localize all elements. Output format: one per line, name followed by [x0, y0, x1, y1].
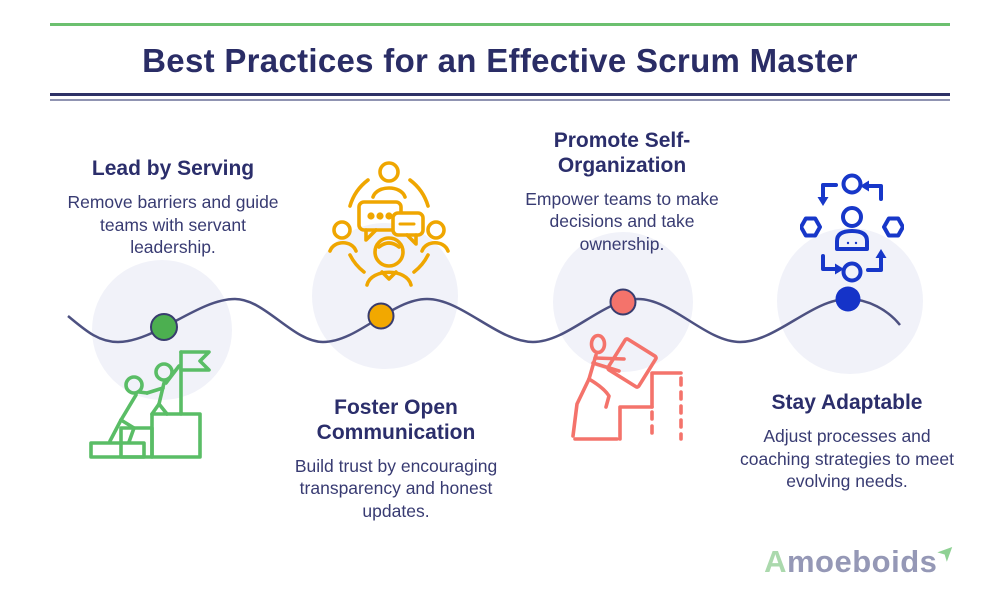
page-title: Best Practices for an Effective Scrum Ma…: [142, 42, 858, 79]
step-1-body: Remove barriers and guide teams with ser…: [67, 191, 279, 258]
top-accent-rule: [50, 23, 950, 26]
group-chat-icon: [328, 161, 450, 287]
step-3-body: Empower teams to make decisions and take…: [525, 188, 719, 255]
step-2-body: Build trust by encouraging transparency …: [294, 455, 498, 522]
step-1-block: Lead by Serving Remove barriers and guid…: [53, 157, 293, 259]
title-underline-dark: [50, 93, 950, 96]
step-3-block: Promote Self-Organization Empower teams …: [502, 129, 742, 256]
carry-box-up-steps-icon: [571, 333, 683, 441]
step-4-body: Adjust processes and coaching strategies…: [739, 425, 954, 492]
step-4-heading: Stay Adaptable: [771, 391, 923, 414]
team-summit-flag-icon: [89, 350, 211, 459]
brand-logo-text: Amoeboids: [764, 546, 937, 577]
step-2-heading: Foster Open Communication: [316, 396, 476, 444]
brand-logo-accent-letter: A: [764, 544, 787, 579]
step-4-block: Stay Adaptable Adjust processes and coac…: [727, 391, 967, 493]
adapt-cycle-icon: [800, 173, 904, 283]
step-2-block: Foster Open Communication Build trust by…: [271, 396, 521, 523]
step-3-heading: Promote Self-Organization: [553, 129, 691, 177]
brand-logo: Amoeboids ➤: [764, 538, 961, 577]
step-1-heading: Lead by Serving: [91, 157, 255, 180]
title-underline-light: [50, 99, 950, 101]
up-right-arrow-icon: ➤: [932, 538, 962, 567]
background-circle-2: [312, 223, 458, 369]
brand-logo-rest: moeboids: [786, 544, 938, 579]
